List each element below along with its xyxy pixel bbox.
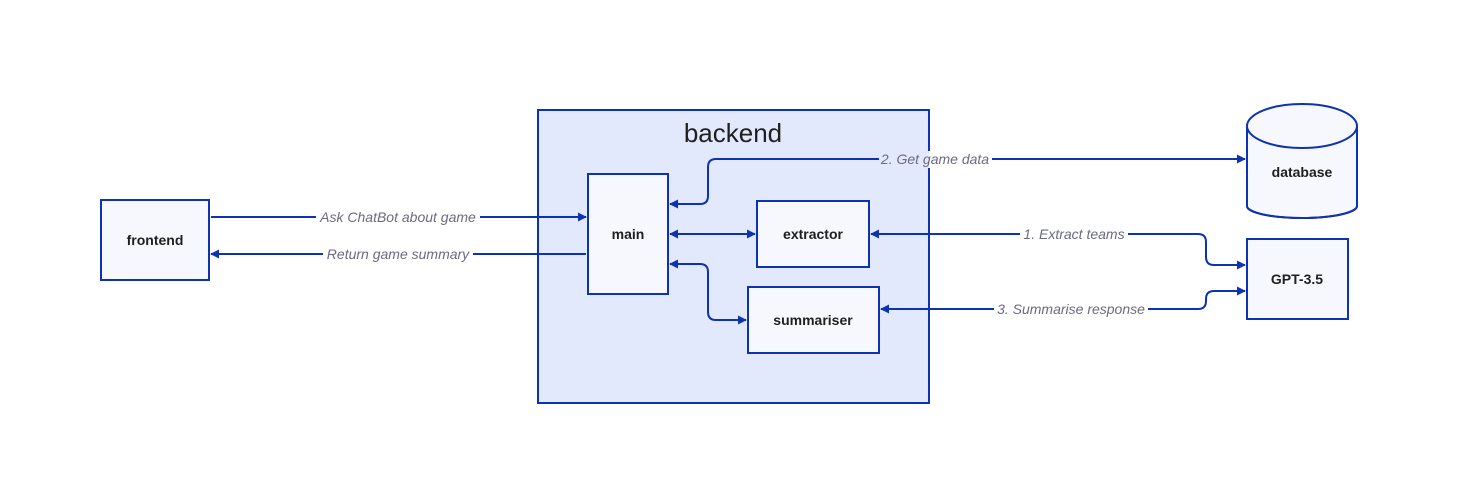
edge-return: Return game summary xyxy=(210,246,586,263)
edge-extract-label: 1. Extract teams xyxy=(1023,226,1124,242)
main-label: main xyxy=(612,226,645,242)
edge-get-data: 2. Get game data xyxy=(669,151,1246,209)
edge-ask-label: Ask ChatBot about game xyxy=(319,209,476,225)
edge-ask: Ask ChatBot about game xyxy=(211,209,587,226)
summariser-label: summariser xyxy=(773,312,853,328)
backend-label: backend xyxy=(684,118,782,148)
database-label: database xyxy=(1272,164,1333,180)
edge-summarise-label: 3. Summarise response xyxy=(997,301,1145,317)
extractor-label: extractor xyxy=(783,226,843,242)
database-node[interactable]: database xyxy=(1246,103,1358,219)
frontend-label: frontend xyxy=(127,232,184,248)
edge-extract: 1. Extract teams xyxy=(870,226,1246,270)
edge-main-summariser xyxy=(669,259,747,325)
gpt-node[interactable]: GPT-3.5 xyxy=(1246,238,1349,320)
frontend-node[interactable]: frontend xyxy=(100,199,210,281)
main-node[interactable]: main xyxy=(587,173,669,295)
edge-summarise: 3. Summarise response xyxy=(880,286,1246,318)
edge-get-data-label: 2. Get game data xyxy=(880,151,989,167)
summariser-node[interactable]: summariser xyxy=(747,286,880,354)
edge-return-label: Return game summary xyxy=(327,246,470,262)
gpt-label: GPT-3.5 xyxy=(1271,271,1323,287)
extractor-node[interactable]: extractor xyxy=(756,200,870,268)
